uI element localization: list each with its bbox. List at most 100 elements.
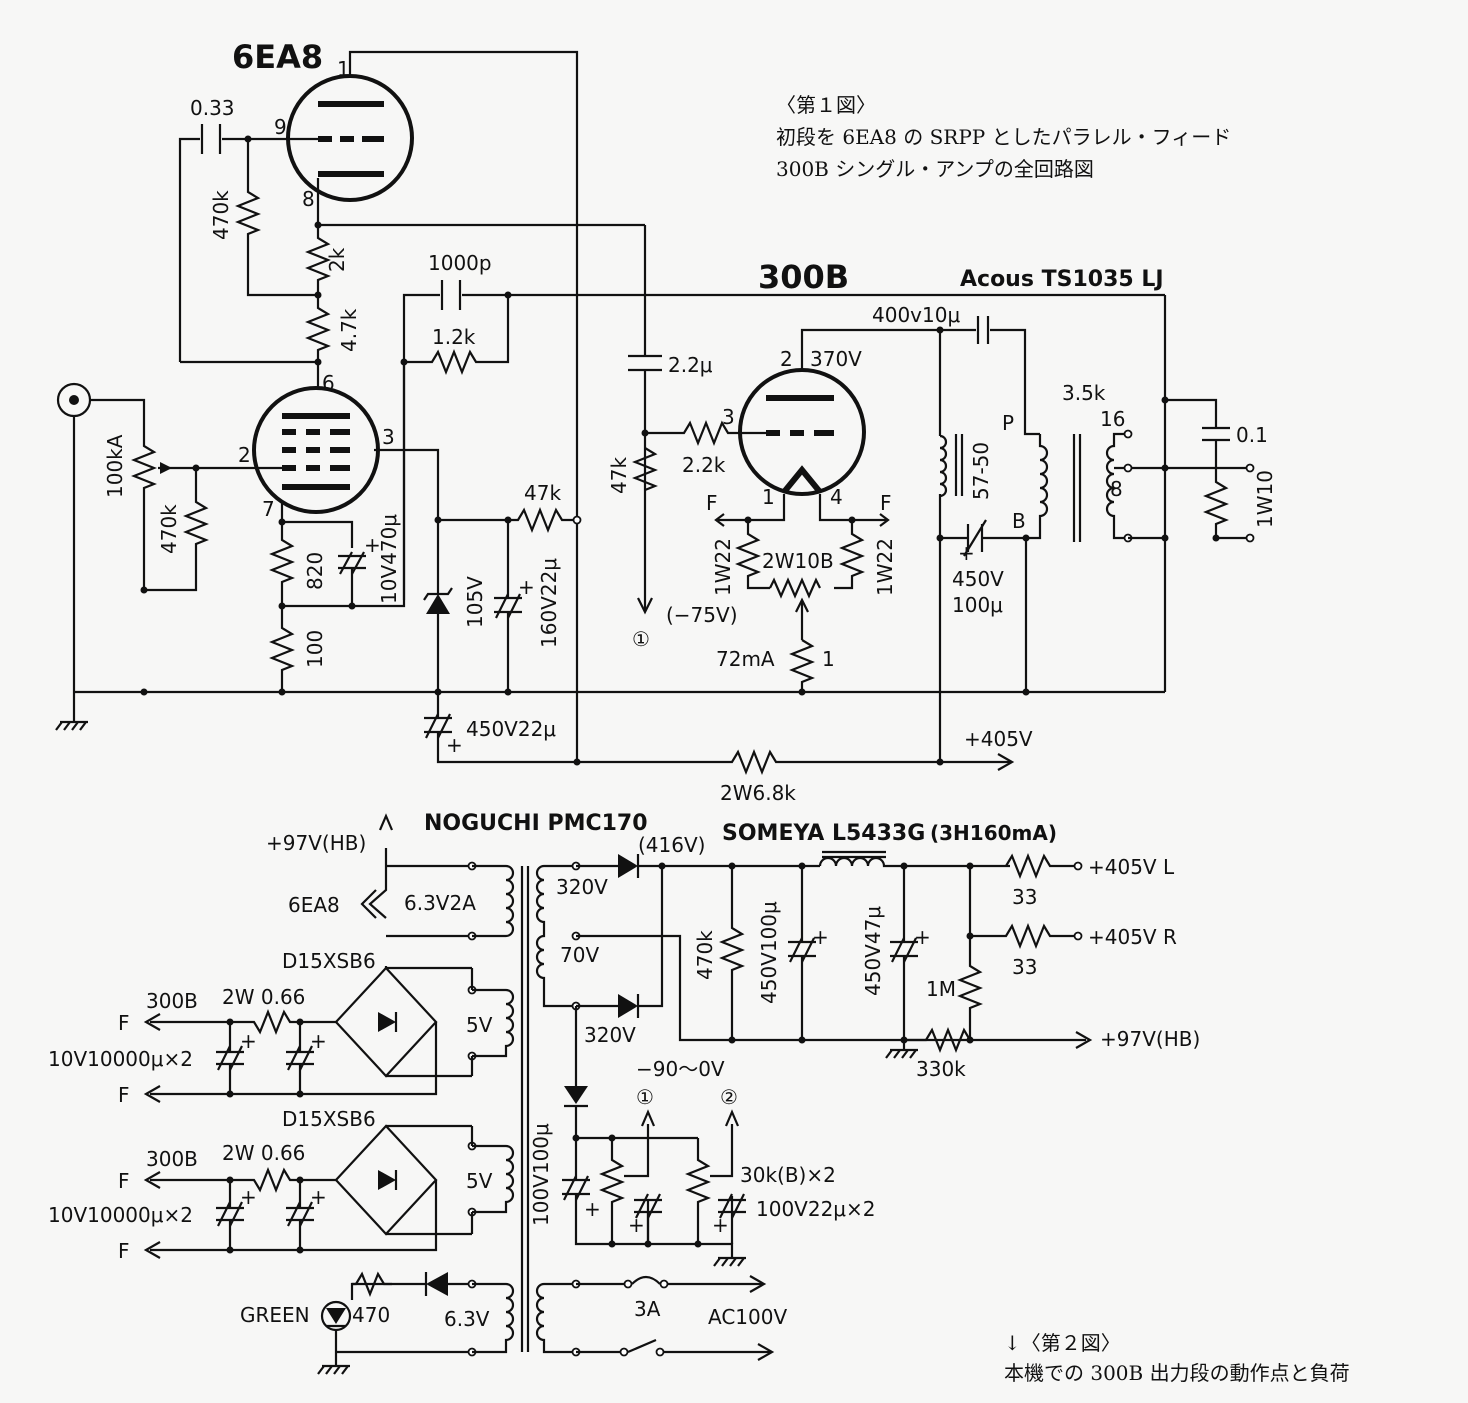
bias-range-label: −90〜0V (636, 1057, 725, 1081)
ot-secondary (1105, 432, 1128, 540)
c10v10000b-label: 10V10000μ×2 (48, 1203, 193, 1227)
output-terminal-r[interactable] (1073, 931, 1083, 941)
bridge1-label: D15XSB6 (282, 949, 376, 973)
bias-pot-2[interactable] (685, 1138, 711, 1244)
svg-text:+: + (958, 541, 975, 565)
resistor-2w066-a (150, 1009, 336, 1035)
r2w066a-label: 2W 0.66 (222, 985, 305, 1009)
svg-text:+: + (712, 1213, 729, 1237)
supply-rail (436, 692, 1010, 775)
v416-label: (416V) (638, 833, 705, 857)
pin-label: 3 (382, 425, 395, 449)
c450v22-label: 450V22μ (466, 717, 556, 741)
psu-r33b-label: 33 (1012, 955, 1037, 979)
r470-label: 470 (352, 1303, 390, 1327)
resistor-1-cathode (789, 639, 815, 692)
pin-label: 1 (762, 485, 775, 509)
resistor-330k (904, 1027, 1086, 1053)
psu-r33a-label: 33 (1012, 885, 1037, 909)
fa1-label: F (118, 1011, 130, 1035)
psu-r470k-label: 470k (693, 930, 717, 980)
heater-6ea8-label: 6EA8 (288, 893, 340, 917)
speaker-terminal[interactable] (1245, 533, 1255, 543)
resistor-33-r (970, 923, 1074, 949)
resistor-2k2 (645, 420, 766, 446)
output-terminal-l[interactable] (1073, 861, 1083, 871)
svg-text:+: + (364, 533, 381, 557)
zobel-network (1165, 398, 1229, 538)
choke-l5433g (818, 856, 1010, 868)
r47k-d-label: 47k (607, 457, 631, 494)
bias-node1: ① (636, 1085, 654, 1109)
r2w066b-label: 2W 0.66 (222, 1141, 305, 1165)
resistor-470k-grid (235, 139, 318, 297)
psu-choke-label: SOMEYA L5433G (722, 821, 925, 846)
bias-node2: ② (720, 1085, 738, 1109)
c450v100-a-label: 450V (952, 567, 1004, 591)
winding-hv (535, 864, 576, 1008)
w5va-label: 5V (466, 1013, 493, 1037)
v370-label: 370V (810, 347, 862, 371)
resistor-470-led (352, 1271, 392, 1297)
ground-symbol (55, 692, 88, 731)
c100v100-label: 100V100μ (529, 1123, 553, 1226)
pin-label: 7 (262, 497, 275, 521)
r820-label: 820 (303, 552, 327, 590)
w70v-label: 70V (560, 943, 599, 967)
c1000p-label: 1000p (428, 251, 492, 275)
svg-text:+: + (310, 1029, 327, 1053)
hum-balancer-2w10b[interactable] (769, 577, 821, 599)
resistor-47k-screen (438, 507, 577, 533)
ot-imp-label: 3.5k (1062, 381, 1106, 405)
c400v10-label: 400v10μ (872, 303, 960, 327)
bridge2-label: D15XSB6 (282, 1107, 376, 1131)
resistor-820 (269, 522, 295, 606)
bias-diode (564, 1086, 588, 1104)
fil300b-b-label: 300B (146, 1147, 198, 1171)
tube-6ea8-label: 6EA8 (232, 38, 323, 76)
junction-dot (314, 358, 322, 366)
pin-label: 2 (780, 347, 793, 371)
ac-label: AC100V (708, 1305, 787, 1329)
r47k-b-label: 4.7k (337, 308, 361, 352)
pin-label: 6 (322, 371, 335, 395)
svg-text:+: + (240, 1185, 257, 1209)
bias-pot-1[interactable] (576, 1136, 698, 1244)
choke-label: 57-50 (969, 442, 993, 500)
pin-label: 3 (722, 405, 735, 429)
r47k-c-label: 47k (524, 481, 561, 505)
r22k-label: 2.2k (682, 453, 726, 477)
r2w10b-label: 2W10B (762, 549, 834, 573)
caption2-title: ↓〈第２図〉 (1004, 1331, 1121, 1355)
c450v100-b-label: 100μ (952, 593, 1003, 617)
resistor-bleeder-470k (719, 866, 745, 1040)
svg-text:+: + (310, 1185, 327, 1209)
bias-label: (−75V) (666, 603, 738, 627)
r2k-label: 2k (325, 247, 349, 272)
resistor-100 (269, 606, 295, 692)
psu-r1m-label: 1M (926, 977, 956, 1001)
psu-r330k-label: 330k (916, 1057, 966, 1081)
wire-b-plus-6ea8 (348, 50, 579, 762)
speaker-terminal[interactable] (1245, 463, 1255, 473)
caption2-line1: 本機での 300B 出力段の動作点と負荷 (1004, 1361, 1350, 1385)
r12k-label: 1.2k (432, 325, 476, 349)
pin-label: 8 (302, 187, 315, 211)
ot-primary (1026, 434, 1049, 540)
wire-coupling-cap-ot (940, 328, 1040, 436)
tube-6ea8-pentode (252, 386, 380, 514)
pin-label: 4 (830, 485, 843, 509)
junction-dot (140, 586, 148, 594)
wire-pentode-cathode (280, 500, 354, 548)
v405-label: +405V (964, 727, 1033, 751)
psu-out-hb: +97V(HB) (1100, 1027, 1200, 1051)
r470k-b-label: 470k (157, 504, 181, 554)
volume-pot-100ka[interactable] (90, 398, 157, 590)
w63v-label: 6.3V (444, 1307, 490, 1331)
capacitor-10v10000-a (228, 1022, 302, 1094)
power-switch[interactable] (576, 1338, 770, 1354)
ot-name-label: Acous TS1035 LJ (960, 267, 1164, 292)
wire-300b-plate (800, 328, 940, 370)
c22u-label: 2.2μ (668, 353, 713, 377)
i72ma-label: 72mA (716, 647, 775, 671)
